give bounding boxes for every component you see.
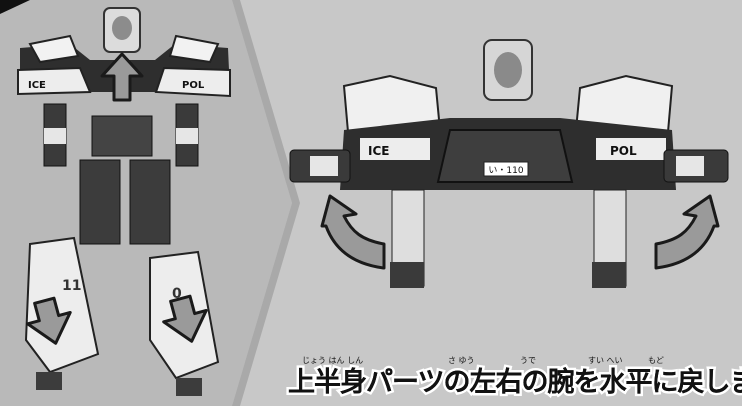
license-plate-text: い・110 bbox=[488, 166, 523, 176]
left-robot-leg-left bbox=[79, 159, 121, 245]
left-robot-waist bbox=[91, 115, 153, 157]
caption-text: 上半身パーツの左右の腕を水平に戻します。 bbox=[288, 367, 742, 398]
license-plate bbox=[483, 161, 529, 177]
curved-arrow-right-icon bbox=[654, 194, 720, 270]
right-robot-car-upper-left bbox=[342, 74, 442, 134]
left-robot-car-left bbox=[17, 66, 92, 96]
right-robot-foot-right bbox=[592, 262, 626, 288]
arrow-down-left-icon bbox=[26, 296, 72, 345]
left-car-label-pol: POL bbox=[182, 80, 205, 91]
ruby-sayuu: さ ゆう bbox=[448, 356, 475, 365]
arrow-up-icon bbox=[100, 52, 144, 102]
right-robot-panel-right bbox=[596, 138, 666, 160]
left-robot-foot-right bbox=[176, 378, 202, 396]
ruby-ude: うで bbox=[520, 356, 536, 365]
right-robot-grille bbox=[436, 129, 574, 183]
left-robot-shoulder-right bbox=[168, 34, 220, 64]
ruby-modo: もど bbox=[648, 356, 664, 365]
left-robot: ICE POL 11 0 bbox=[17, 7, 231, 396]
instruction-caption: じょう はん しん さ ゆう うで すい へい もど 上半身パーツの左右の腕を水… bbox=[286, 355, 742, 405]
ruby-jouhanshin: じょう はん しん bbox=[302, 356, 364, 365]
right-robot: ICE POL い・110 bbox=[289, 39, 729, 288]
right-car-label-pol: POL bbox=[610, 144, 637, 158]
left-car-label-ice: ICE bbox=[28, 80, 46, 91]
right-car-label-ice: ICE bbox=[368, 144, 389, 158]
right-robot-arm-right-band bbox=[676, 156, 704, 176]
left-robot-arm-left-band bbox=[44, 128, 66, 144]
right-robot-panel-left bbox=[360, 138, 430, 160]
left-robot-car-right bbox=[154, 66, 231, 98]
caption-text-outline: 上半身パーツの左右の腕を水平に戻します。 bbox=[286, 365, 742, 401]
left-robot-foot-left bbox=[36, 372, 62, 390]
left-robot-leg-right bbox=[129, 159, 171, 245]
left-robot-arm-right-band bbox=[176, 128, 198, 144]
right-leg-number: 0 bbox=[172, 286, 182, 302]
left-leg-number: 11 bbox=[62, 278, 81, 294]
left-robot-face bbox=[112, 16, 132, 40]
arrow-down-right-icon bbox=[162, 294, 208, 343]
right-robot-arm-left-band bbox=[310, 156, 338, 176]
right-robot-foot-left bbox=[390, 262, 424, 288]
corner-mark bbox=[0, 0, 30, 14]
ruby-suihei: すい へい bbox=[588, 356, 623, 365]
curved-arrow-left-icon bbox=[320, 194, 386, 270]
left-robot-shoulder-left bbox=[28, 34, 80, 64]
right-robot-face bbox=[494, 52, 522, 88]
